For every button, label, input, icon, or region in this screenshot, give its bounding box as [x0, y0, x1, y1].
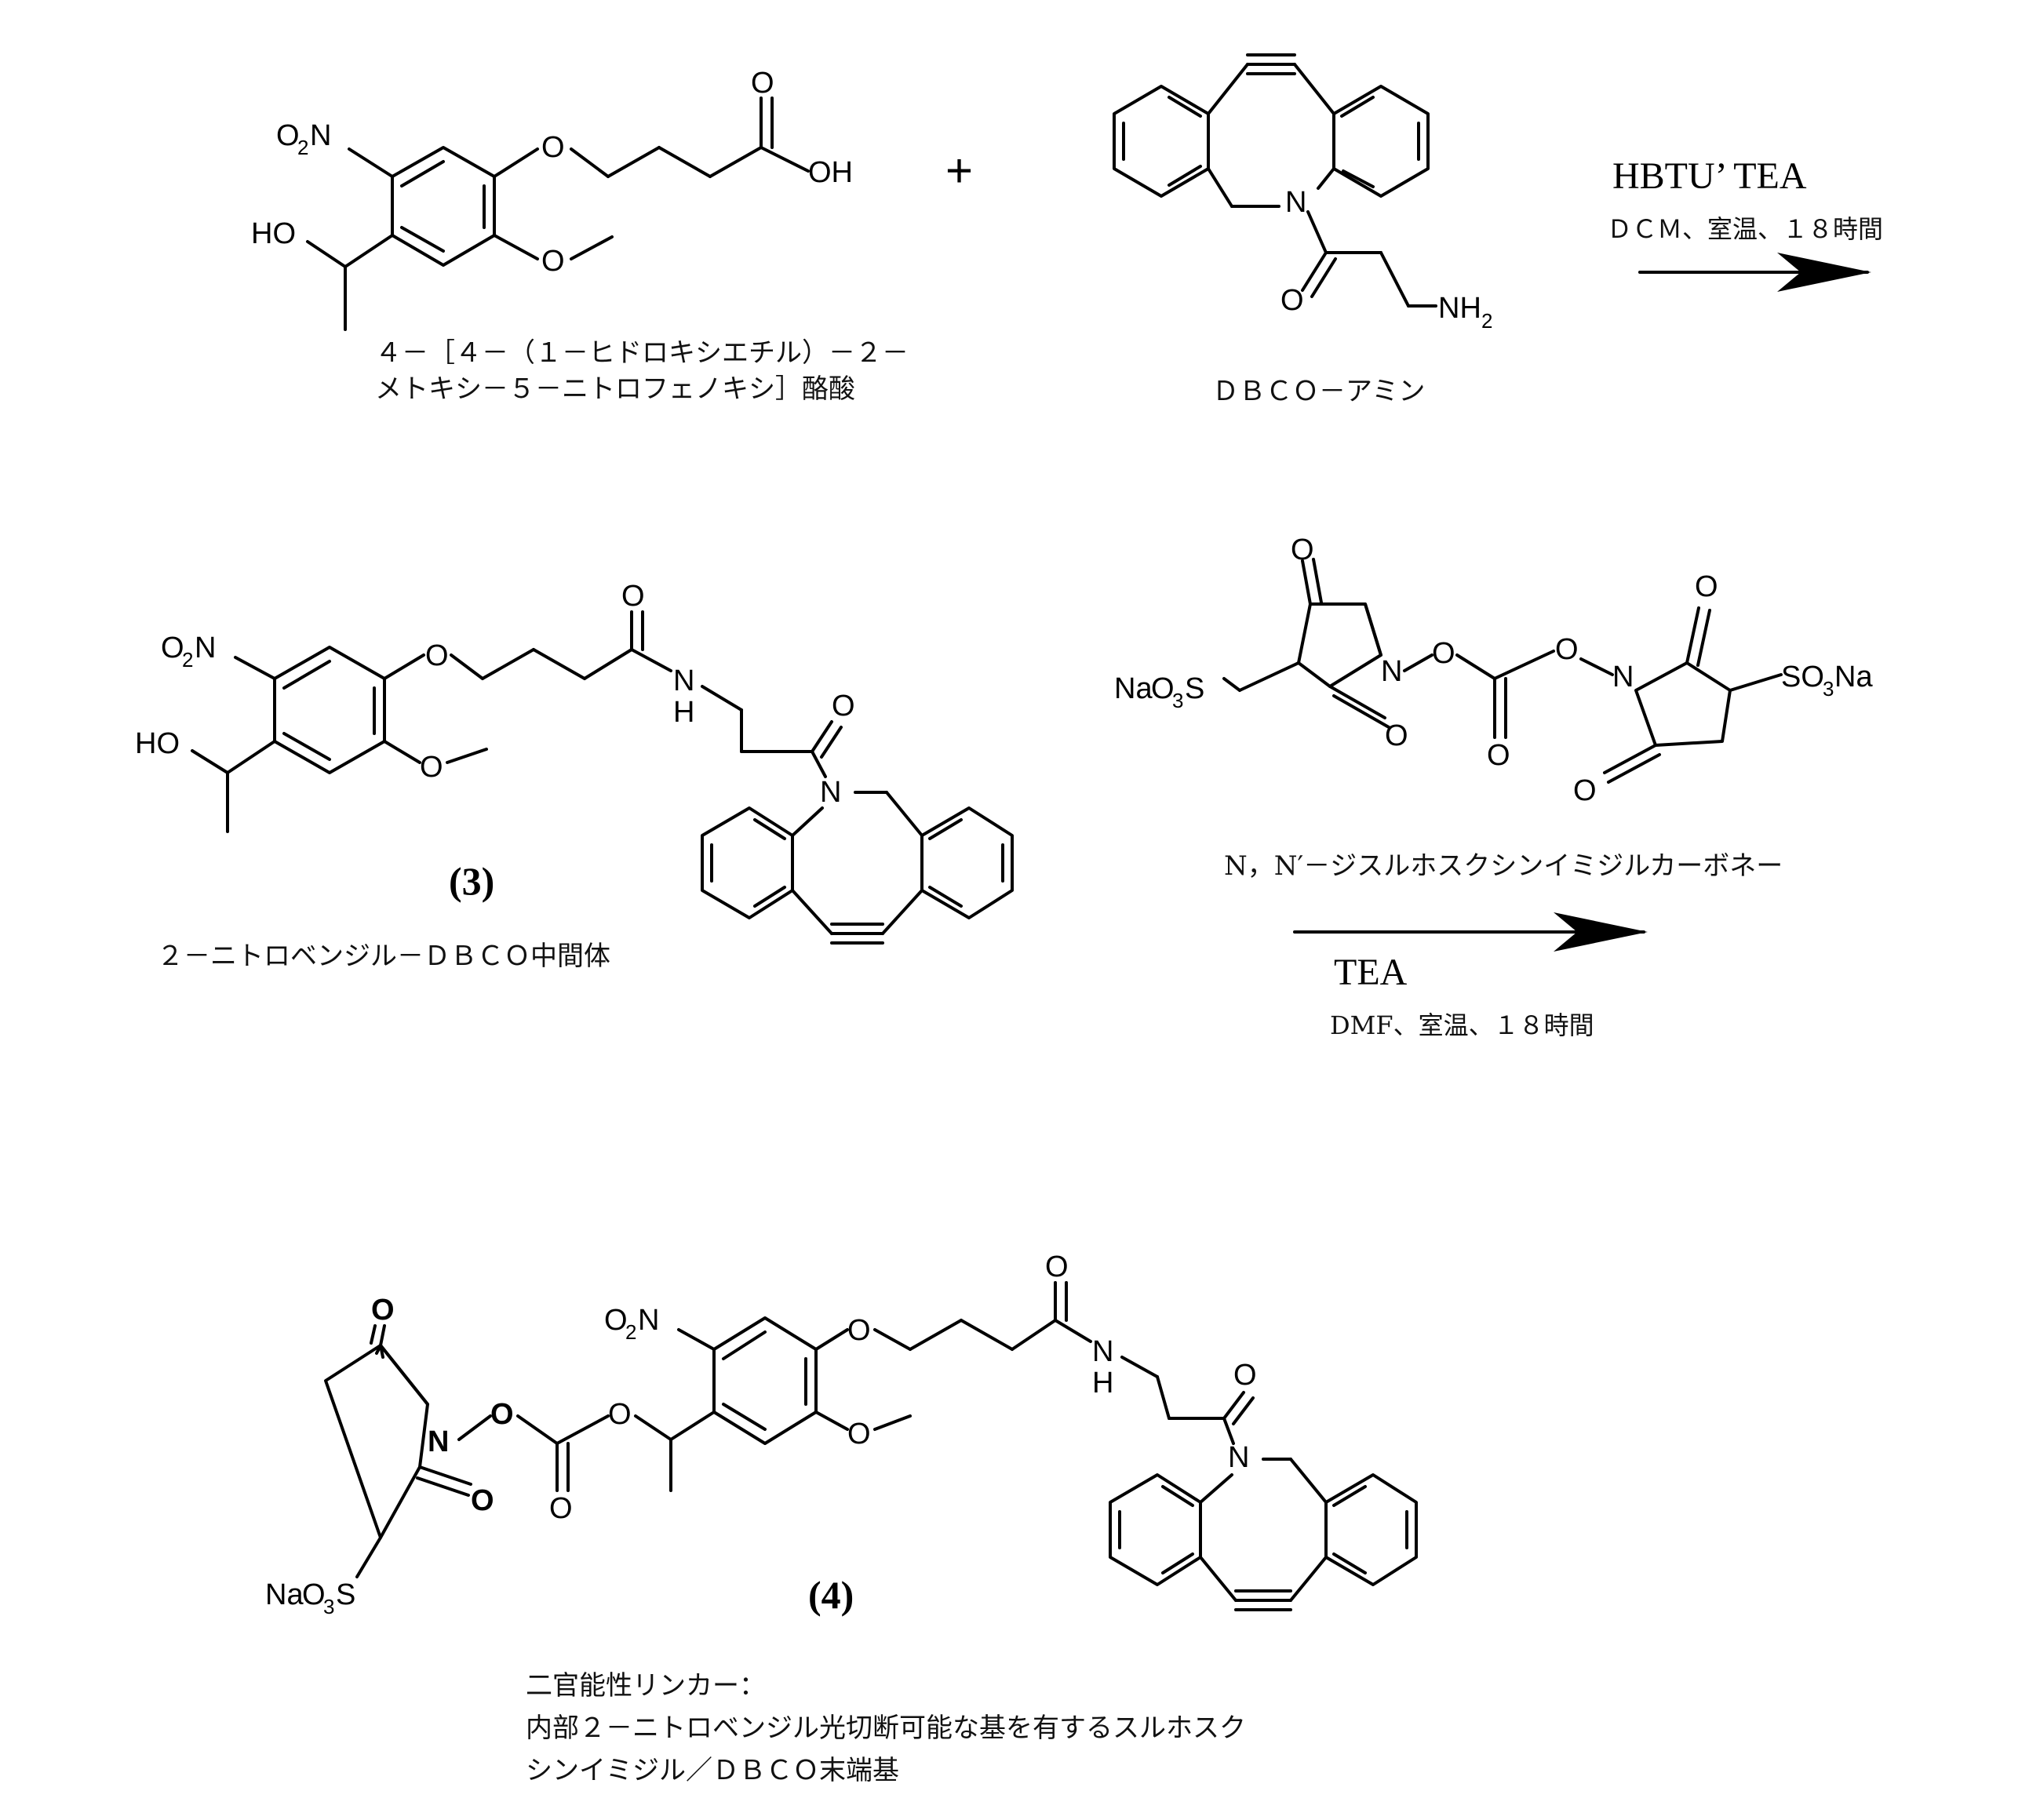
- dsc-o-bridge-left: O: [1432, 637, 1455, 670]
- prod-o2n-o: O: [604, 1304, 628, 1337]
- product-structure: [326, 1283, 1416, 1610]
- reactant-1-caption-line1: ４－［４－（１－ヒドロキシエチル）－２－: [375, 337, 909, 369]
- prod-o2n-sub: 2: [625, 1320, 636, 1344]
- r1-acid-carbonyl-o: O: [751, 67, 774, 100]
- dsc-s-left: S: [1185, 672, 1204, 705]
- reagent-dsc-caption: N，N′－ジスルホスクシンイミジルカーボネー: [1224, 850, 1783, 882]
- r2-amine-nh: NH: [1438, 292, 1481, 325]
- dsc-o-top-left: O: [1291, 533, 1314, 566]
- int-methoxy-o: O: [420, 751, 443, 784]
- r1-ether-o: O: [541, 131, 565, 164]
- dsc-so3-right: SO: [1781, 661, 1824, 693]
- dsc-carbonate-o: O: [1487, 739, 1510, 772]
- prod-succ-o-top: O: [371, 1294, 395, 1327]
- r2-amide-n: N: [1285, 186, 1306, 219]
- prod-o3s-sub: 3: [323, 1595, 334, 1618]
- prod-na: Na: [265, 1578, 304, 1611]
- prod-succ-o-bottom: O: [471, 1484, 494, 1517]
- prod-o2n-n: N: [638, 1304, 659, 1337]
- step1-reagents: HBTU’ TEA: [1612, 155, 1807, 197]
- r1-o2n-sub: 2: [297, 136, 308, 159]
- prod-o3s: O: [302, 1578, 326, 1611]
- dsc-o3s-left-sub: 3: [1172, 689, 1183, 712]
- r1-hydroxy-label: HO: [251, 217, 296, 250]
- reactant-2-structure: [1114, 55, 1436, 306]
- product-caption-line2: 内部２－ニトロベンジル光切断可能な基を有するスルホスク: [526, 1713, 1246, 1744]
- int-amide-h: H: [673, 696, 694, 729]
- int-amide-n: N: [673, 664, 694, 697]
- dsc-o-bridge-right: O: [1555, 633, 1579, 666]
- r1-o2n-o: O: [276, 119, 300, 152]
- prod-dbco-n: N: [1228, 1441, 1249, 1474]
- prod-ether-o: O: [847, 1314, 871, 1347]
- prod-methoxy-o: O: [847, 1418, 871, 1451]
- intermediate-structure: [192, 612, 1012, 943]
- dsc-o-top-right: O: [1695, 570, 1718, 603]
- step1-conditions: ＤＣＭ、室温、１８時間: [1607, 214, 1883, 244]
- r1-methoxy-o: O: [541, 245, 565, 278]
- r1-o2n-n: N: [310, 119, 331, 152]
- int-o2n-n: N: [195, 632, 216, 664]
- int-o2n-sub: 2: [182, 648, 193, 672]
- plus-sign: +: [945, 144, 973, 197]
- product-caption-line3: シンイミジル／ＤＢＣＯ末端基: [526, 1755, 899, 1786]
- prod-amide-n: N: [1092, 1335, 1113, 1368]
- step2-conditions: DMF、室温、１８時間: [1330, 1010, 1594, 1040]
- int-hydroxy-label: HO: [135, 727, 180, 760]
- int-o2n-o: O: [161, 632, 184, 664]
- dsc-n-right: N: [1612, 661, 1634, 693]
- step2-reagents: TEA: [1334, 952, 1408, 993]
- prod-carbonate-o: O: [549, 1492, 573, 1525]
- reactant-1-caption-line2: メトキシ－５－ニトロフェノキシ］酪酸: [375, 373, 855, 405]
- prod-s: S: [336, 1578, 355, 1611]
- prod-dbco-carbonyl-o: O: [1233, 1359, 1257, 1392]
- reactant-2-caption: ＤＢＣＯ－アミン: [1212, 376, 1425, 407]
- int-amide-o: O: [621, 580, 645, 613]
- compound-4-label: (4): [808, 1573, 854, 1617]
- prod-amide-o: O: [1045, 1250, 1069, 1283]
- r1-acid-oh: OH: [808, 156, 853, 189]
- prod-no-o: O: [490, 1398, 514, 1431]
- r2-amine-sub: 2: [1481, 309, 1492, 333]
- r2-carbonyl-o: O: [1280, 284, 1304, 317]
- dsc-o-bottom-left: O: [1385, 719, 1408, 752]
- int-ether-o: O: [425, 639, 449, 672]
- dsc-o-bottom-right: O: [1573, 774, 1597, 807]
- dsc-na-left: Na: [1114, 672, 1153, 705]
- dsc-na-right: Na: [1834, 661, 1873, 693]
- dsc-n-left: N: [1381, 655, 1402, 688]
- int-dbco-carbonyl-o: O: [832, 690, 855, 723]
- intermediate-caption: ２－ニトロベンジル－ＤＢＣＯ中間体: [157, 941, 610, 972]
- prod-ester-o: O: [608, 1398, 632, 1431]
- prod-succ-n: N: [428, 1425, 449, 1458]
- prod-amide-h: H: [1092, 1367, 1113, 1400]
- int-dbco-n: N: [820, 776, 841, 809]
- dsc-so3-right-sub: 3: [1823, 677, 1834, 701]
- compound-3-label: (3): [449, 859, 494, 903]
- dsc-o3s-left: O: [1151, 672, 1175, 705]
- product-caption-line1: 二官能性リンカー：: [526, 1670, 766, 1702]
